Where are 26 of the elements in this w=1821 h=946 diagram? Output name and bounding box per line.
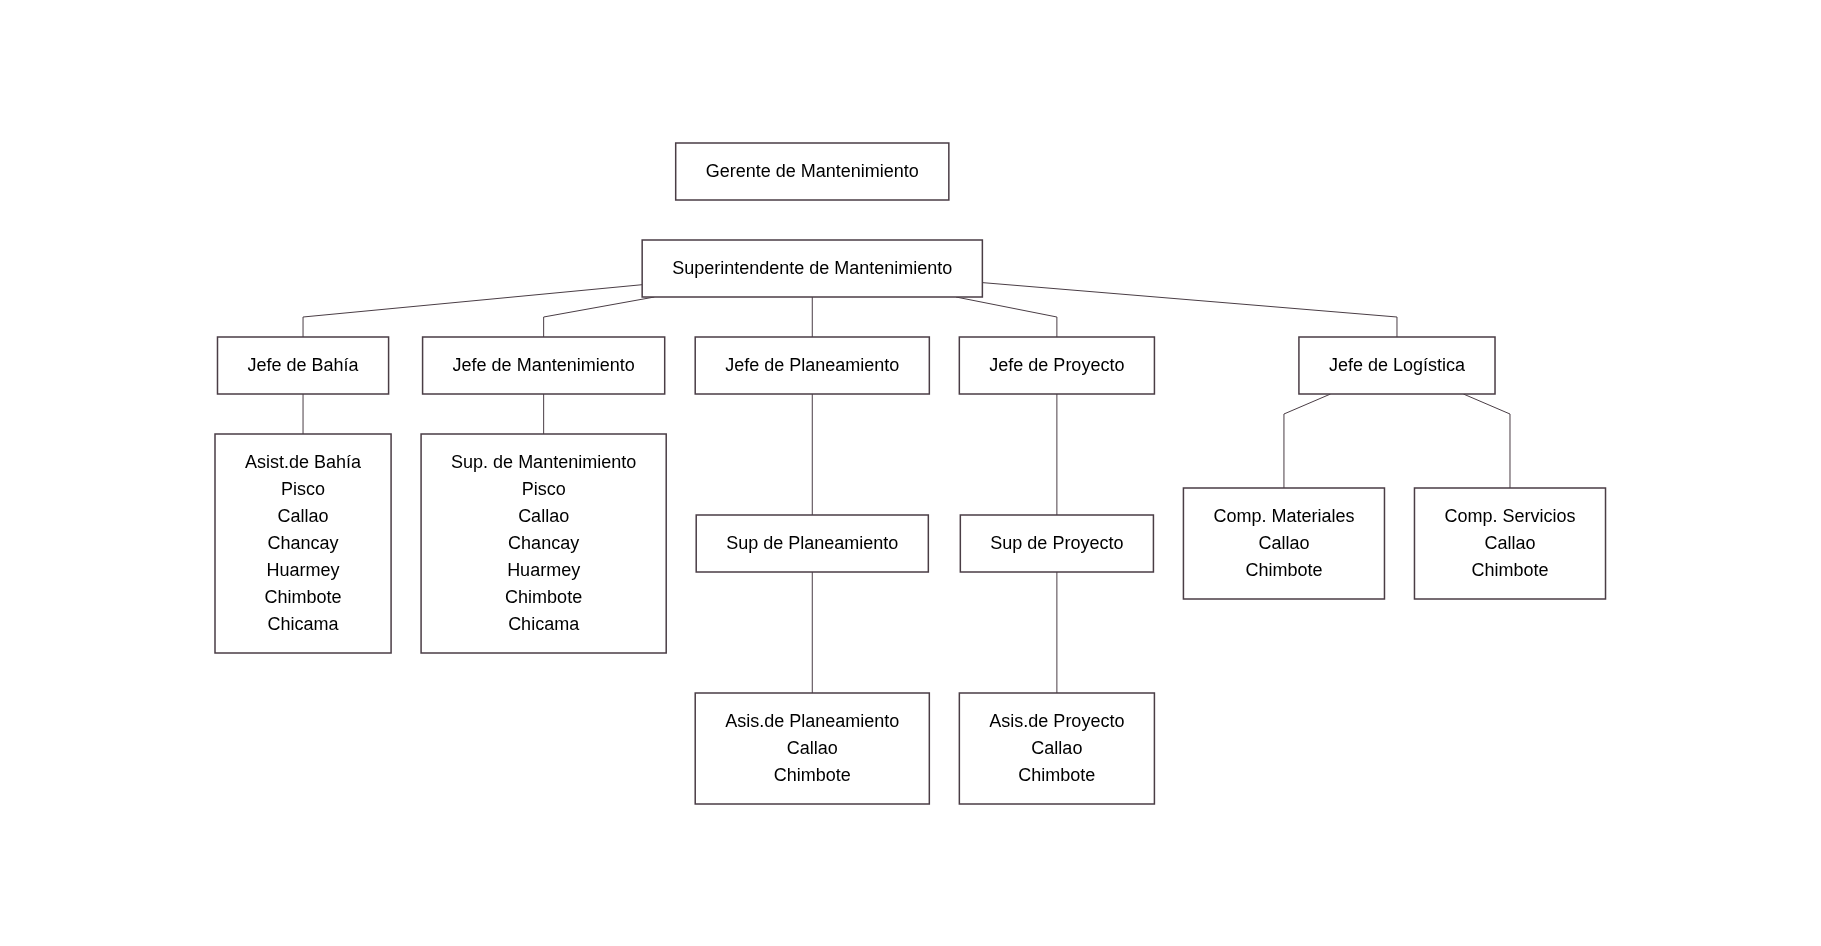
node-box: Superintendente de Mantenimiento (641, 238, 984, 298)
connector (812, 296, 813, 337)
connector (1056, 393, 1058, 515)
connector (1056, 571, 1058, 693)
connector (1283, 393, 1332, 488)
node-box: Gerente de Mantenimiento (675, 141, 950, 201)
node-box: Asist.de Bahía Pisco Callao Chancay Huarmey Chimbote Chicama (214, 432, 393, 654)
node-box: Comp. Servicios Callao Chimbote (1413, 486, 1607, 600)
node-box: Asis.de Planeamiento Callao Chimbote (694, 691, 931, 805)
node-box: Comp. Materiales Callao Chimbote (1182, 486, 1386, 600)
node-box: Jefe de Proyecto (958, 335, 1156, 395)
connector (812, 571, 813, 693)
connector (302, 393, 304, 434)
node-box: Asis.de Proyecto Callao Chimbote (958, 691, 1156, 805)
node-box: Jefe de Logística (1298, 335, 1496, 395)
node-box: Sup. de Mantenimiento Pisco Callao Chancay Huarmey Chimbote Chicama (420, 432, 668, 654)
connector (812, 393, 813, 515)
node-box: Sup de Planeamiento (695, 513, 930, 573)
connector (543, 393, 545, 434)
connector (982, 281, 1398, 337)
node-box: Sup de Proyecto (959, 513, 1155, 573)
node-box: Jefe de Bahía (217, 335, 390, 395)
node-box: Jefe de Mantenimiento (422, 335, 666, 395)
connector (1463, 393, 1511, 488)
node-box: Jefe de Planeamiento (694, 335, 931, 395)
connector (302, 283, 643, 337)
